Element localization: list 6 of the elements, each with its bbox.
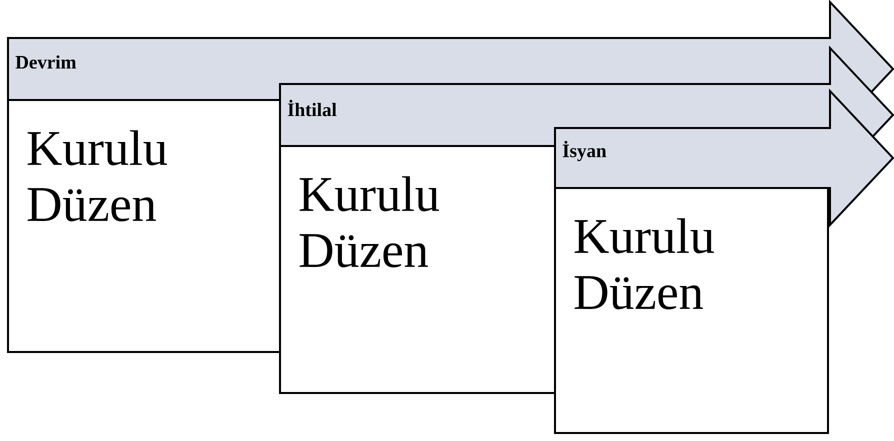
text-box: Kurulu Düzen	[279, 145, 556, 394]
node-label: İsyan	[562, 140, 606, 162]
node-label: Devrim	[16, 55, 76, 69]
node-label: İhtilal	[288, 100, 337, 116]
text-box: Kurulu Düzen	[7, 99, 281, 353]
text-box: Kurulu Düzen	[554, 187, 829, 434]
